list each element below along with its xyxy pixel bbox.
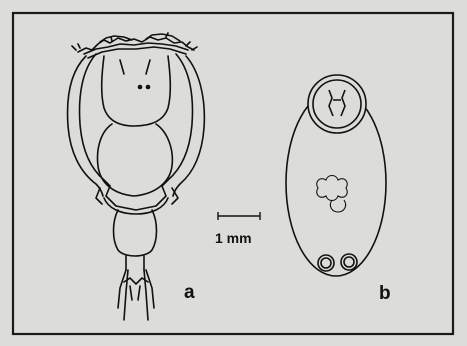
specimen-b-head	[308, 75, 366, 133]
panel-label-a: a	[184, 282, 195, 304]
specimen-b	[286, 75, 386, 276]
specimen-a-eye-left	[138, 85, 143, 90]
specimen-a	[68, 33, 205, 320]
scale-bar	[218, 212, 260, 220]
specimen-a-abdomen	[114, 210, 157, 256]
specimen-a-tail	[126, 256, 144, 270]
scale-bar-label: 1 mm	[215, 230, 252, 246]
specimen-a-eye-right	[146, 85, 151, 90]
specimen-a-head	[102, 56, 171, 126]
panel-label-b: b	[379, 283, 391, 305]
specimen-a-left-arm	[68, 56, 103, 196]
specimen-b-organs	[317, 176, 348, 201]
